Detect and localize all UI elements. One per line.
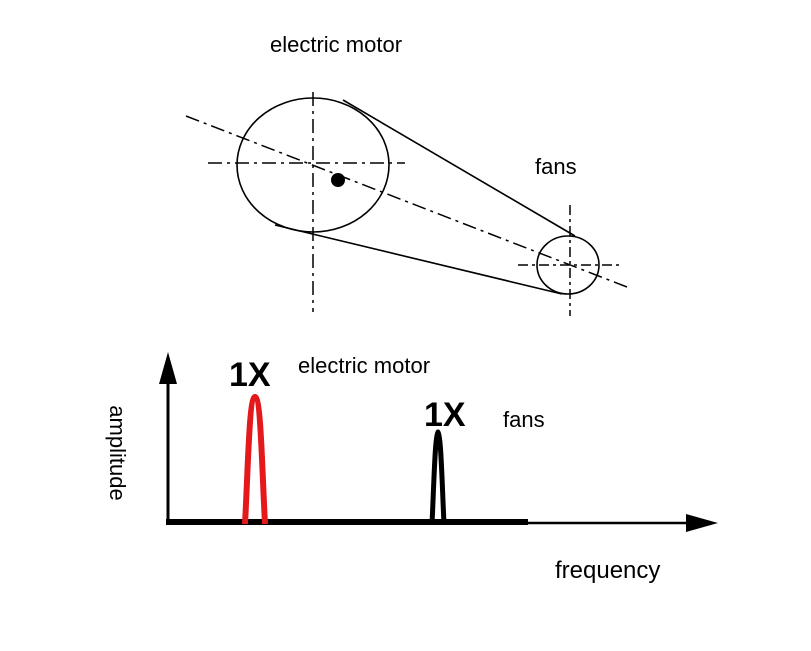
motor-label: electric motor — [270, 32, 403, 57]
belt-upper-run — [342, 99, 576, 237]
x-axis-arrow — [686, 514, 718, 532]
fans-peak-order-label: 1X — [424, 396, 466, 434]
shaft-center-line — [185, 115, 628, 288]
fans-peak-source-label: fans — [503, 407, 545, 432]
motor-pulley — [236, 97, 390, 233]
fans-1x-peak — [429, 429, 447, 525]
motor-1x-peak — [242, 394, 268, 525]
spectrum-plot — [159, 352, 718, 532]
belt-drive-schematic — [185, 92, 628, 316]
motor-peak-source-label: electric motor — [298, 353, 431, 378]
x-axis-label: frequency — [555, 557, 661, 584]
y-axis-arrow — [159, 352, 177, 384]
fans-label: fans — [535, 154, 577, 179]
belt-lower-run — [274, 224, 563, 295]
y-axis-label: amplitude — [105, 405, 130, 501]
fan-pulley — [536, 235, 600, 295]
motor-peak-order-label: 1X — [229, 356, 271, 394]
motor-offset-mass — [331, 173, 345, 187]
